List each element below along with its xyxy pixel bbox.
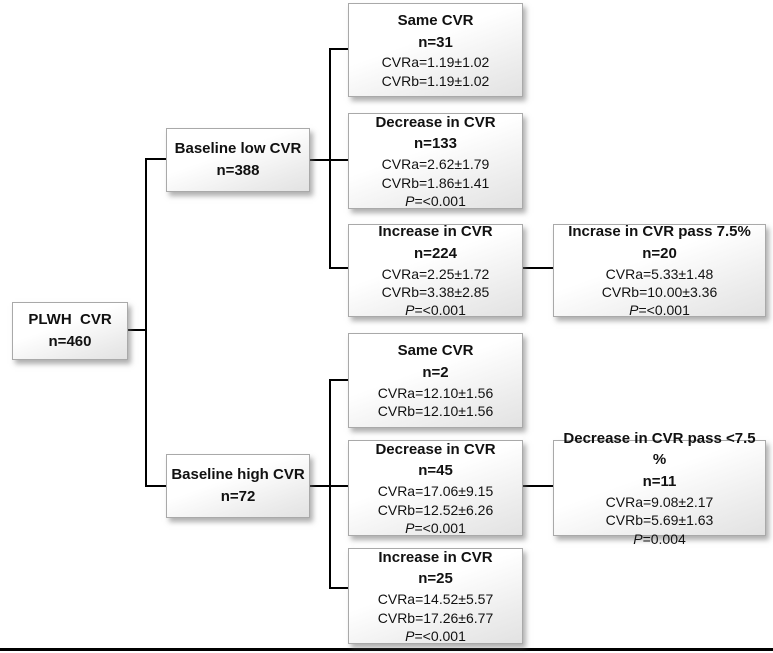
figure-bottom-border (0, 648, 773, 651)
connector-low-to-same (329, 48, 348, 50)
node-high-increase-cvr: Increase in CVR n=25 CVRa=14.52±5.57 CVR… (348, 548, 523, 644)
node-cvra: CVRa=5.33±1.48 (605, 265, 714, 282)
node-title: Baseline low CVR (174, 140, 302, 158)
node-title: Incrase in CVR pass 7.5% (568, 223, 751, 241)
node-high-same-cvr: Same CVR n=2 CVRa=12.10±1.56 CVRb=12.10±… (348, 333, 523, 428)
node-count: n=45 (418, 462, 453, 480)
node-count: n=388 (216, 162, 260, 179)
connector-root-to-low (145, 158, 166, 160)
connector-low-vertical (329, 48, 331, 269)
node-low-increase-cvr: Increase in CVR n=224 CVRa=2.25±1.72 CVR… (348, 223, 523, 319)
node-cvrb: CVRb=1.19±1.02 (381, 72, 490, 89)
node-cvra: CVRa=17.06±9.15 (377, 483, 494, 500)
node-cvrb: CVRb=5.69±1.63 (605, 512, 714, 529)
node-cvra: CVRa=9.08±2.17 (605, 493, 714, 510)
node-cvrb: CVRb=12.52±6.26 (377, 501, 494, 518)
node-count: n=2 (422, 364, 449, 382)
node-pvalue: P=<0.001 (405, 192, 466, 209)
node-low-decrease-cvr: Decrease in CVR n=133 CVRa=2.62±1.79 CVR… (348, 113, 523, 209)
node-cvra: CVRa=12.10±1.56 (377, 384, 494, 401)
node-count: n=72 (220, 488, 256, 505)
node-count: n=224 (414, 244, 457, 262)
node-title: Increase in CVR (378, 223, 493, 241)
node-plwh-root: PLWH CVR n=460 (12, 302, 128, 360)
node-cvra: CVRa=2.25±1.72 (381, 265, 490, 282)
node-cvrb: CVRb=3.38±2.85 (381, 284, 490, 301)
node-cvrb: CVRb=10.00±3.36 (601, 284, 718, 301)
node-cvra: CVRa=1.19±1.02 (381, 54, 490, 71)
node-pvalue: P=<0.001 (405, 519, 466, 536)
connector-root-stub (128, 329, 147, 331)
node-count: n=11 (642, 473, 677, 491)
node-title: Baseline high CVR (171, 466, 305, 484)
connector-root-to-high (145, 485, 166, 487)
node-count: n=25 (418, 570, 453, 588)
node-low-same-cvr: Same CVR n=31 CVRa=1.19±1.02 CVRb=1.19±1… (348, 3, 523, 97)
node-title: Decrease in CVR (375, 440, 496, 458)
node-high-decrease-pass: Decrease in CVR pass <7.5 % n=11 CVRa=9.… (553, 430, 766, 547)
node-pvalue: P=<0.001 (405, 627, 466, 644)
node-title: Decrease in CVR (375, 113, 496, 131)
node-pvalue: P=<0.001 (405, 302, 466, 319)
node-cvrb: CVRb=17.26±6.77 (377, 609, 494, 626)
node-title: Same CVR (397, 11, 474, 29)
connector-high-to-increase (329, 587, 348, 589)
node-cvra: CVRa=2.62±1.79 (381, 156, 490, 173)
connector-decrease-to-pass (523, 485, 553, 487)
connector-root-vertical (145, 158, 147, 487)
node-title: Increase in CVR (378, 548, 493, 566)
node-pvalue: P=<0.001 (629, 302, 690, 319)
connector-high-to-same (329, 379, 348, 381)
node-high-decrease-cvr: Decrease in CVR n=45 CVRa=17.06±9.15 CVR… (348, 440, 523, 536)
connector-high-vertical (329, 379, 331, 589)
node-title: Same CVR (397, 342, 474, 360)
node-cvrb: CVRb=1.86±1.41 (381, 174, 490, 191)
node-count: n=460 (48, 333, 92, 350)
node-title: PLWH CVR (28, 311, 112, 329)
node-baseline-low: Baseline low CVR n=388 (166, 128, 310, 192)
node-title: Decrease in CVR pass <7.5 % (563, 429, 760, 469)
node-baseline-high: Baseline high CVR n=72 (166, 454, 310, 518)
connector-increase-to-pass (523, 267, 553, 269)
node-pvalue: P=0.004 (633, 530, 686, 547)
node-low-increase-pass: Incrase in CVR pass 7.5% n=20 CVRa=5.33±… (553, 223, 766, 319)
node-cvrb: CVRb=12.10±1.56 (377, 403, 494, 420)
connector-low-to-increase (329, 267, 348, 269)
node-cvra: CVRa=14.52±5.57 (377, 591, 494, 608)
node-count: n=20 (642, 244, 677, 262)
node-count: n=133 (414, 135, 457, 153)
node-count: n=31 (418, 33, 453, 51)
